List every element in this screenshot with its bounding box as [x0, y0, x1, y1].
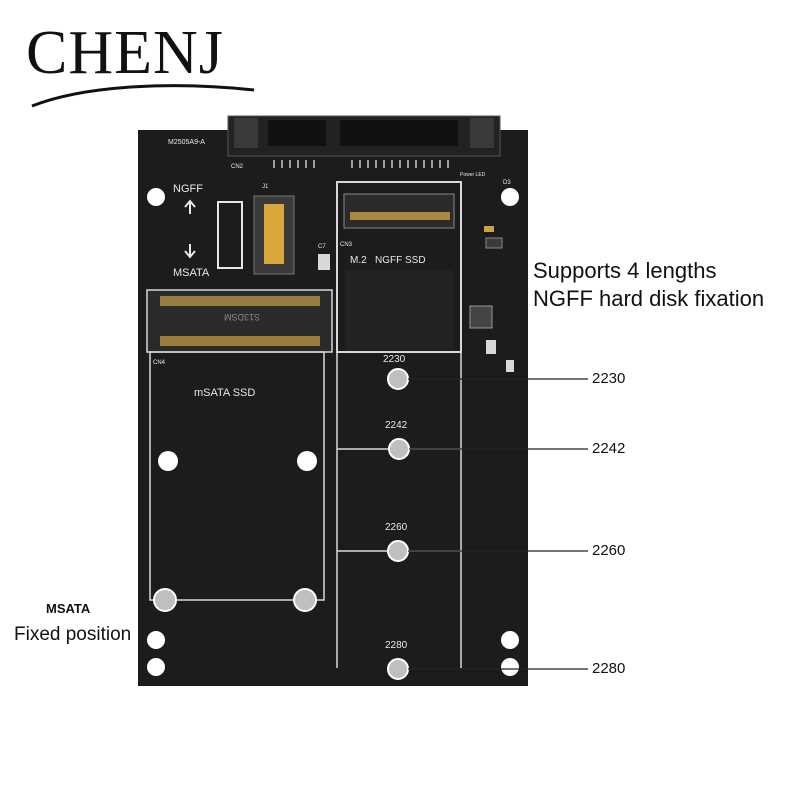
msata-slot-label: mSATA SSD: [194, 387, 255, 399]
hole-label-2260: 2260: [385, 522, 408, 533]
hole-label-2280: 2280: [385, 640, 408, 651]
pcb-body: [138, 130, 528, 686]
ngff-slot-label: M.2 NGFF SSD: [350, 255, 426, 266]
msata-switch-label: MSATA: [173, 267, 210, 279]
msata-screw-right: [293, 588, 317, 612]
msata-screw-left: [153, 588, 177, 612]
hole-label-2230: 2230: [383, 354, 406, 365]
arrow-down-icon: [184, 244, 196, 259]
hole-label-2242: 2242: [385, 420, 408, 431]
msata-callout-title: MSATA: [46, 601, 91, 616]
arrow-up-icon: [184, 199, 196, 214]
j1-label: J1: [262, 184, 269, 190]
cn2-label: CN2: [231, 164, 244, 170]
ngff-switch-label: NGFF: [173, 183, 203, 195]
mount-hole: [147, 188, 165, 206]
ngff-connector: [343, 193, 455, 229]
screw-hole: [297, 451, 317, 471]
component: [485, 237, 503, 249]
cn3-label: CN3: [340, 242, 353, 248]
length-label-2230: 2230: [592, 370, 626, 387]
mount-hole: [501, 631, 519, 649]
mount-hole: [147, 631, 165, 649]
component: [469, 305, 493, 329]
screw-hole-2230: [387, 368, 409, 390]
c7-label: C7: [318, 244, 326, 250]
power-led-label: Power LED: [460, 172, 486, 178]
mount-hole: [501, 658, 519, 676]
screw-hole-2260: [387, 540, 409, 562]
length-label-2242: 2242: [592, 440, 626, 457]
cn4-label: CN4: [153, 360, 166, 366]
mount-hole: [147, 658, 165, 676]
length-label-2280: 2280: [592, 660, 626, 677]
component: [506, 360, 514, 372]
screw-hole-2280: [387, 658, 409, 680]
logo-swoosh-icon: [31, 84, 255, 108]
length-label-2260: 2260: [592, 542, 626, 559]
component: [484, 226, 494, 232]
feature-callout-line2: NGFF hard disk fixation: [533, 286, 765, 311]
msata-slot-outline: [149, 351, 325, 601]
chip-marking: S13DSM: [224, 312, 260, 322]
screw-hole: [158, 451, 178, 471]
component: [486, 340, 496, 354]
mount-hole: [501, 188, 519, 206]
brand-logo: CHENJ: [26, 19, 224, 87]
msata-callout-subtitle: Fixed position: [14, 624, 132, 645]
feature-callout-line1: Supports 4 lengths: [533, 258, 717, 283]
part-number: M2505A9-A: [168, 139, 205, 146]
ngff-slot-outline: [336, 181, 462, 353]
d3-label: D3: [503, 180, 511, 186]
screw-hole-2242: [388, 438, 410, 460]
